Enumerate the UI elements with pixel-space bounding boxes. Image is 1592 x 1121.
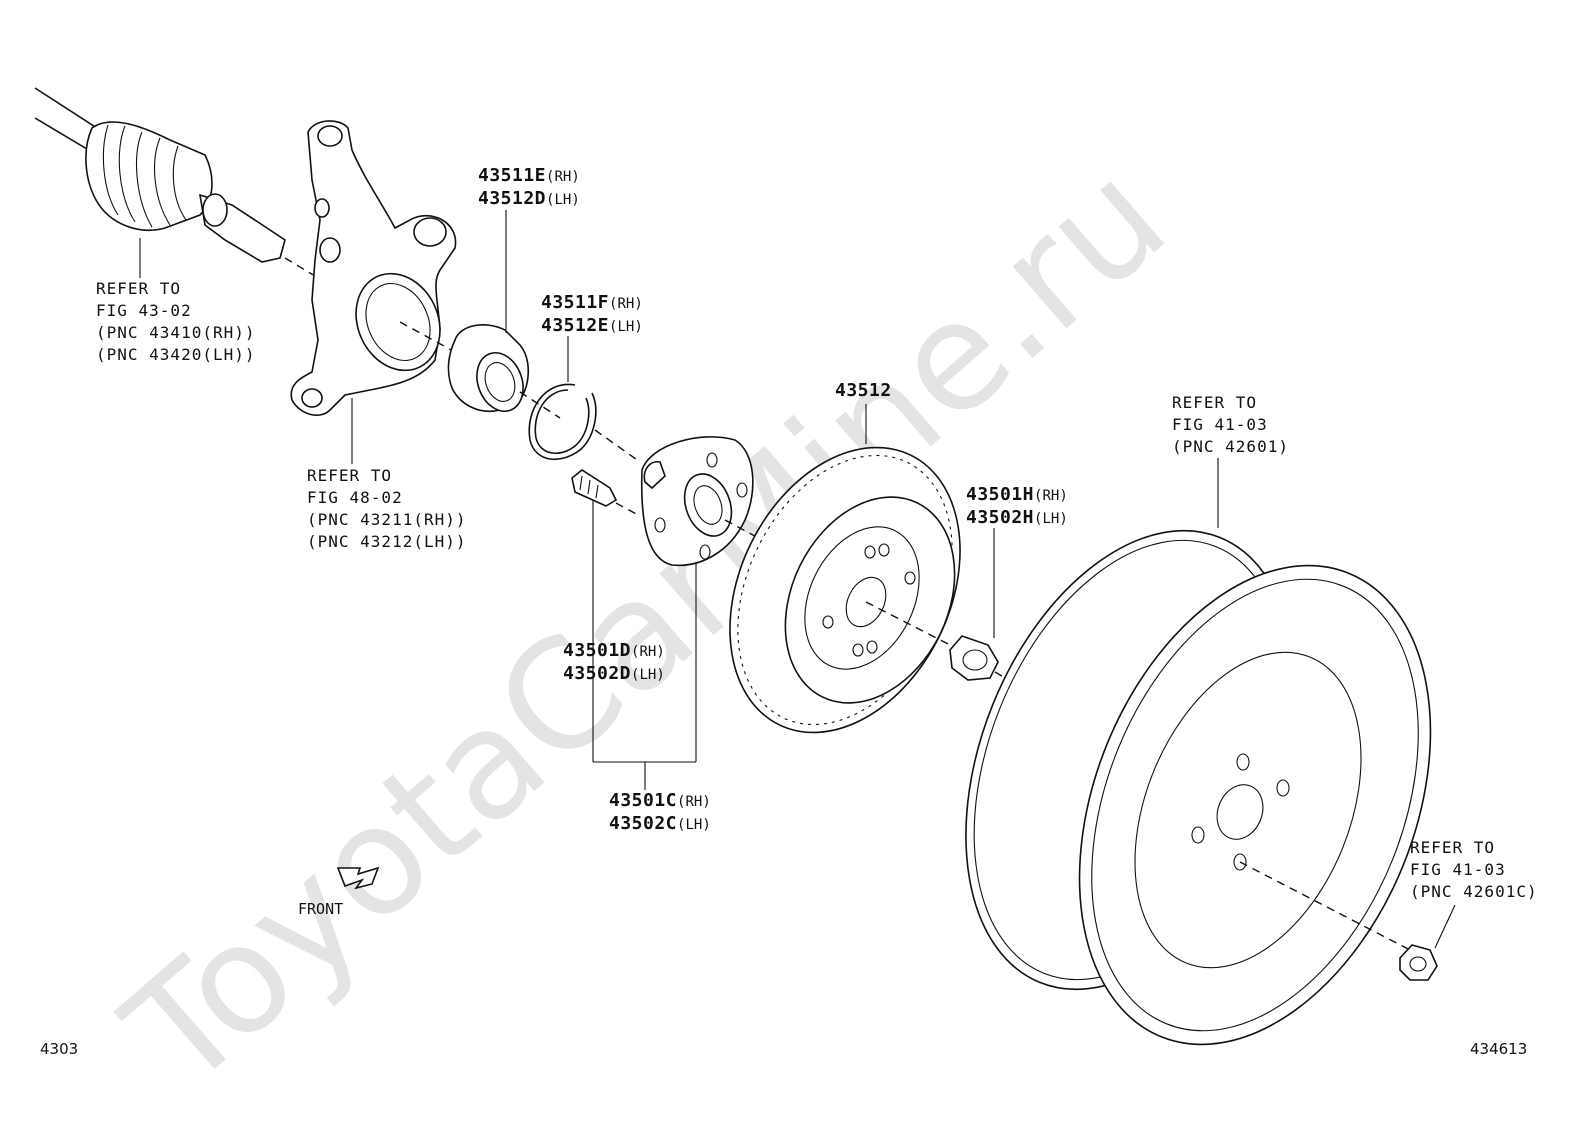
suffix-lh: (LH) xyxy=(677,817,711,833)
ref-line: REFER TO xyxy=(307,466,393,485)
part-number: 43512D xyxy=(478,188,547,209)
ref-line: (PNC 42601C) xyxy=(1410,882,1538,901)
hub-bearing xyxy=(447,324,561,419)
label-hub: 43501C(RH) 43502C(LH) xyxy=(609,790,711,836)
label-disc: 43512 xyxy=(835,380,892,402)
ref-line: (PNC 42601) xyxy=(1172,437,1289,456)
part-number: 43512E xyxy=(541,315,610,336)
front-label: FRONT xyxy=(298,900,344,918)
ref-line: FIG 48-02 xyxy=(307,488,403,507)
suffix-lh: (LH) xyxy=(631,667,665,683)
part-number: 43511E xyxy=(478,165,547,186)
suffix-rh: (RH) xyxy=(546,169,580,185)
leader-lines xyxy=(139,210,1456,949)
ref-line: FIG 41-03 xyxy=(1172,415,1268,434)
ref-line: (PNC 43410(RH)) xyxy=(96,323,256,342)
part-number: 43502C xyxy=(609,813,678,834)
steering-knuckle xyxy=(290,120,457,416)
front-arrow-icon xyxy=(336,866,380,890)
ref-line: REFER TO xyxy=(1172,393,1258,412)
brake-disc xyxy=(729,446,961,734)
suffix-rh: (RH) xyxy=(677,794,711,810)
suffix-rh: (RH) xyxy=(609,296,643,312)
snap-ring xyxy=(528,383,641,463)
ref-line: FIG 41-03 xyxy=(1410,860,1506,879)
part-number: 43511F xyxy=(541,292,610,313)
label-bolt: 43501D(RH) 43502D(LH) xyxy=(563,640,665,686)
part-number: 43501D xyxy=(563,640,632,661)
suffix-rh: (RH) xyxy=(1034,488,1068,504)
suffix-rh: (RH) xyxy=(631,644,665,660)
figure-number: 4303 xyxy=(40,1040,79,1058)
ref-line: FIG 43-02 xyxy=(96,301,192,320)
drawing-number: 434613 xyxy=(1470,1040,1528,1058)
ref-line: REFER TO xyxy=(96,279,182,298)
label-bearing: 43511E(RH) 43512D(LH) xyxy=(478,165,580,211)
part-number: 43501C xyxy=(609,790,678,811)
wheel xyxy=(965,529,1432,1046)
axle-hub xyxy=(640,436,791,567)
ref-line: REFER TO xyxy=(1410,838,1496,857)
suffix-lh: (LH) xyxy=(609,319,643,335)
label-wheelnut-ref: REFER TO FIG 41-03 (PNC 42601C) xyxy=(1410,837,1538,903)
label-wheel-ref: REFER TO FIG 41-03 (PNC 42601) xyxy=(1172,392,1289,458)
wheel-nut xyxy=(1399,944,1438,981)
part-number: 43502H xyxy=(966,507,1035,528)
label-hubnut: 43501H(RH) 43502H(LH) xyxy=(966,484,1068,530)
label-driveshaft-ref: REFER TO FIG 43-02 (PNC 43410(RH)) (PNC … xyxy=(96,278,256,366)
part-number: 43512 xyxy=(835,380,892,401)
part-number: 43501H xyxy=(966,484,1035,505)
ref-line: (PNC 43211(RH)) xyxy=(307,510,467,529)
hub-bolt xyxy=(571,469,641,517)
label-knuckle-ref: REFER TO FIG 48-02 (PNC 43211(RH)) (PNC … xyxy=(307,465,467,553)
label-snapring: 43511F(RH) 43512E(LH) xyxy=(541,292,643,338)
drive-shaft xyxy=(34,87,331,286)
part-number: 43502D xyxy=(563,663,632,684)
suffix-lh: (LH) xyxy=(546,192,580,208)
suffix-lh: (LH) xyxy=(1034,511,1068,527)
ref-line: (PNC 43420(LH)) xyxy=(96,345,256,364)
ref-line: (PNC 43212(LH)) xyxy=(307,532,467,551)
